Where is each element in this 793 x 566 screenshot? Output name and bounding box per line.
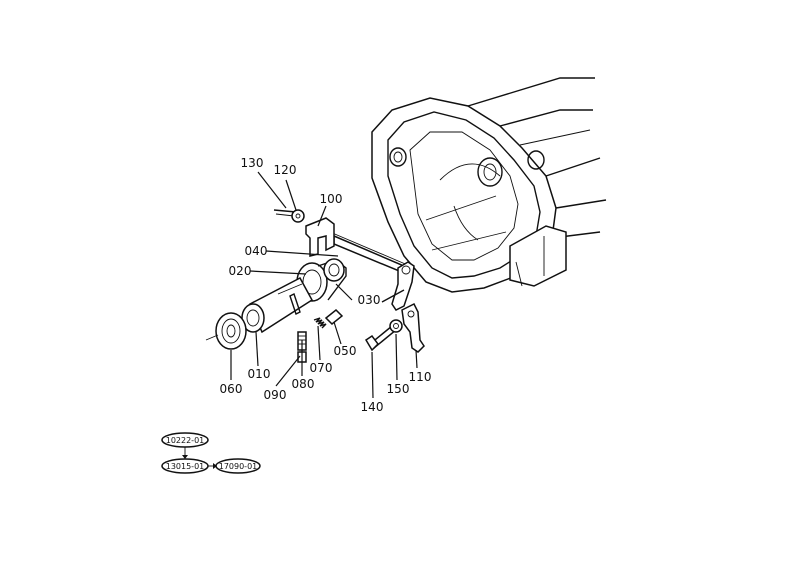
ref-label-top: 10222-01 xyxy=(166,436,205,445)
leader-lines xyxy=(230,171,418,399)
callout-080: 080 xyxy=(292,377,315,391)
callout-labels: 130 120 100 040 020 030 050 060 010 090 … xyxy=(220,156,432,414)
release-sleeve xyxy=(241,276,313,334)
callout-030: 030 xyxy=(358,293,381,307)
callout-090: 090 xyxy=(264,388,287,402)
callout-060: 060 xyxy=(220,382,243,396)
callout-110: 110 xyxy=(409,370,432,384)
ref-label-left: 13015-01 xyxy=(166,462,205,471)
washer xyxy=(291,209,305,223)
reference-tags: 10222-01 13015-01 17090-01 xyxy=(161,432,261,474)
spring xyxy=(313,317,327,329)
callout-150: 150 xyxy=(387,382,410,396)
callout-010: 010 xyxy=(248,367,271,381)
nut-150 xyxy=(389,319,403,333)
callout-100: 100 xyxy=(320,192,343,206)
callout-130: 130 xyxy=(241,156,264,170)
release-bearing xyxy=(205,312,247,350)
ref-label-right: 17090-01 xyxy=(219,462,258,471)
callout-050: 050 xyxy=(334,344,357,358)
ref-tag-right[interactable] xyxy=(215,458,261,474)
operating-lever xyxy=(401,302,425,353)
key xyxy=(324,308,344,326)
shift-arm xyxy=(381,261,415,311)
callout-120: 120 xyxy=(274,163,297,177)
arrow-right-icon xyxy=(213,463,217,469)
split-pin xyxy=(273,209,297,217)
fork-lever xyxy=(305,217,335,257)
callout-070: 070 xyxy=(310,361,333,375)
callout-140: 140 xyxy=(361,400,384,414)
arrow-down-icon xyxy=(182,455,188,459)
callout-040: 040 xyxy=(245,244,268,258)
transmission-housing xyxy=(371,77,607,293)
callout-020: 020 xyxy=(229,264,252,278)
